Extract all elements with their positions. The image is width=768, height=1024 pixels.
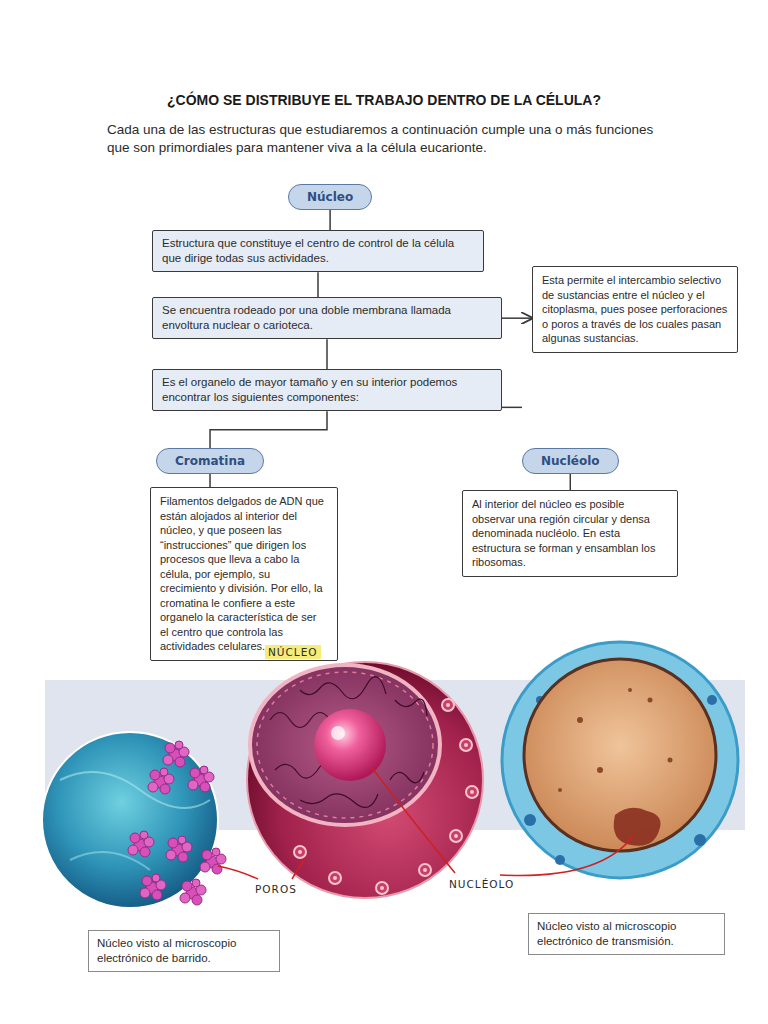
node-text: Se encuentra rodeado por una doble membr… bbox=[162, 303, 492, 333]
connector bbox=[326, 339, 328, 369]
description-box: Filamentos delgados de ADN que están alo… bbox=[150, 487, 338, 661]
node-text: Es el organelo de mayor tamaño y en su i… bbox=[162, 375, 492, 405]
process-box: Estructura que constituye el centro de c… bbox=[152, 230, 484, 272]
title-pill: Nucléolo bbox=[522, 448, 619, 474]
connector bbox=[502, 317, 532, 319]
part-label: NÚCLEO bbox=[265, 645, 321, 659]
leader-lines bbox=[218, 768, 633, 879]
part-label: NUCLÉOLO bbox=[446, 877, 517, 891]
intro-text: Cada una de las estructuras que estudiar… bbox=[107, 121, 667, 157]
node-text: Núcleo visto al microscopio electrónico … bbox=[537, 919, 716, 949]
page-title: ¿CÓMO SE DISTRIBUYE EL TRABAJO DENTRO DE… bbox=[0, 92, 768, 108]
image-caption: Núcleo visto al microscopio electrónico … bbox=[528, 913, 725, 955]
node-text: Filamentos delgados de ADN que están alo… bbox=[160, 494, 328, 654]
node-text: Esta permite el intercambio selectivo de… bbox=[542, 273, 728, 346]
part-label: POROS bbox=[252, 882, 300, 896]
description-box: Al interior del núcleo es posible observ… bbox=[462, 490, 678, 577]
node-text: Al interior del núcleo es posible observ… bbox=[472, 497, 668, 570]
node-text: Cromatina bbox=[175, 454, 245, 468]
node-text: Núcleo bbox=[307, 190, 353, 204]
node-text: Estructura que constituye el centro de c… bbox=[162, 236, 474, 266]
process-box: Es el organelo de mayor tamaño y en su i… bbox=[152, 369, 502, 411]
title-pill: Cromatina bbox=[156, 448, 264, 474]
note-box: Esta permite el intercambio selectivo de… bbox=[532, 266, 738, 353]
sem-nucleus-image bbox=[42, 732, 226, 908]
tem-nucleus-image bbox=[502, 642, 738, 878]
node-text: Núcleo visto al microscopio electrónico … bbox=[97, 936, 271, 966]
image-caption: Núcleo visto al microscopio electrónico … bbox=[88, 930, 280, 972]
connector bbox=[502, 407, 522, 409]
title-pill: Núcleo bbox=[288, 184, 372, 210]
connector bbox=[329, 210, 331, 230]
node-text: Nucléolo bbox=[541, 454, 600, 468]
connector bbox=[317, 272, 319, 297]
process-box: Se encuentra rodeado por una doble membr… bbox=[152, 297, 502, 339]
connector bbox=[209, 474, 211, 487]
nucleus-cutaway-illustration bbox=[247, 662, 483, 898]
connector bbox=[570, 474, 572, 490]
connector bbox=[210, 411, 327, 448]
